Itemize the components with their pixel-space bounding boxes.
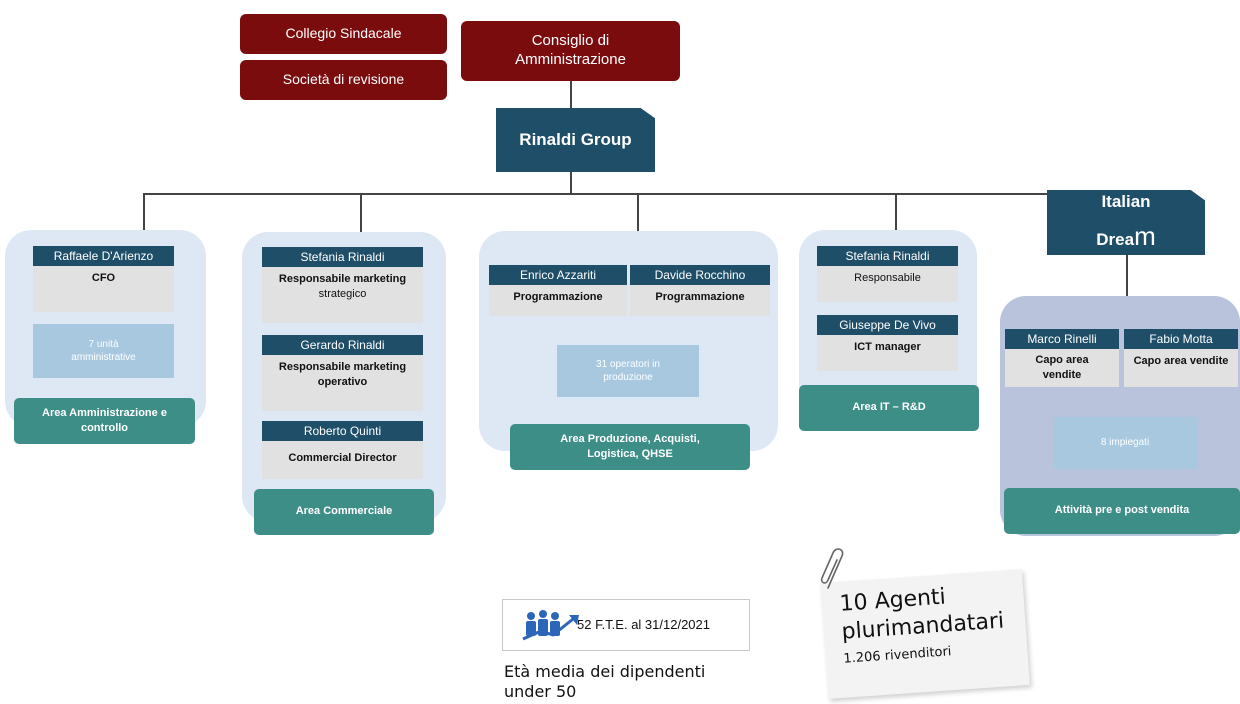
unit-box-operatori: 31 operatori in produzione — [557, 345, 699, 397]
unit-line2: amministrative — [71, 352, 136, 363]
role-line2: vendite — [1042, 368, 1082, 381]
societa-revisione-box: Società di revisione — [240, 60, 447, 100]
consiglio-line1: Consiglio di — [531, 32, 610, 50]
area-line1: Area Amministrazione e — [42, 406, 167, 419]
person-name: Gerardo Rinaldi — [300, 338, 385, 352]
role-box-ict-manager: ICT manager — [817, 335, 958, 371]
role-line2: operativo — [317, 375, 368, 388]
people-growth-icon — [522, 610, 579, 641]
consiglio-amministrazione-box: Consiglio di Amministrazione — [461, 21, 680, 81]
person-name: Stefania Rinaldi — [845, 249, 930, 263]
area-label: Area IT – R&D — [852, 401, 926, 414]
person-name: Raffaele D'Arienzo — [53, 249, 154, 263]
unit-box-impiegati: 8 impiegati — [1053, 417, 1197, 469]
unit-line1: 7 unità — [88, 338, 119, 350]
role-box-responsabile: Responsabile — [817, 266, 958, 302]
consiglio-line2: Amministrazione — [515, 51, 626, 68]
note-line3: 1.206 rivenditori — [843, 644, 952, 667]
italian-dream-box: Italian Dream — [1047, 190, 1205, 255]
name-bar-marco: Marco Rinelli — [1005, 329, 1119, 349]
role-box-enrico: Programmazione — [489, 285, 627, 316]
role-box-stefania: Responsabile marketing strategico — [262, 267, 423, 323]
role-line1: Capo area vendite — [1133, 355, 1229, 367]
role-box-fabio: Capo area vendite — [1124, 349, 1238, 387]
role-box-davide: Programmazione — [630, 285, 770, 316]
person-name: Davide Rocchino — [654, 268, 746, 282]
connector-commerciale — [360, 193, 362, 235]
person-name: Marco Rinelli — [1027, 332, 1097, 346]
area-line2: Logistica, QHSE — [587, 448, 673, 460]
paperclip-icon — [820, 548, 844, 589]
collegio-sindacale-label: Collegio Sindacale — [285, 25, 402, 42]
name-bar-stefania-it: Stefania Rinaldi — [817, 246, 958, 266]
area-label: Area Commerciale — [295, 505, 393, 518]
role-line2: strategico — [318, 287, 367, 300]
name-bar-gerardo: Gerardo Rinaldi — [262, 335, 423, 355]
person-name: Enrico Azzariti — [519, 268, 597, 282]
person-role: Programmazione — [655, 291, 745, 303]
area-amministrazione-label: Area Amministrazione e controllo — [14, 398, 195, 444]
unit-line1: 31 operatori in — [596, 358, 660, 370]
area-commerciale-label: Area Commerciale — [254, 489, 434, 535]
rinaldi-group-label: Rinaldi Group — [519, 130, 632, 149]
area-line1: Area Produzione, Acquisti, — [560, 432, 700, 445]
name-bar-stefania: Stefania Rinaldi — [262, 247, 423, 267]
eta-media-text: Età media dei dipendenti under 50 — [504, 662, 705, 702]
area-vendite-label: Attività pre e post vendita — [1004, 488, 1240, 534]
note-line1: 10 Agenti — [838, 584, 947, 617]
connector-horizontal-bus — [143, 193, 1129, 195]
eta-line1: Età media dei dipendenti — [504, 662, 706, 681]
name-bar-giuseppe: Giuseppe De Vivo — [817, 315, 958, 335]
person-name: Fabio Motta — [1149, 332, 1213, 346]
panel-produzione — [479, 231, 778, 451]
area-it-label: Area IT – R&D — [799, 385, 979, 431]
unit-box-amministrative: 7 unità amministrative — [33, 324, 174, 378]
italian-dream-line2-b: m — [1134, 220, 1156, 251]
role-line1: Responsabile marketing — [278, 361, 407, 373]
connector-amministrazione — [143, 193, 145, 235]
person-name: Giuseppe De Vivo — [839, 318, 936, 332]
connector-it — [895, 193, 897, 233]
role-line1: Responsabile marketing — [278, 273, 407, 285]
fte-box: 52 F.T.E. al 31/12/2021 — [502, 599, 750, 651]
fte-label: 52 F.T.E. al 31/12/2021 — [577, 617, 710, 632]
person-role: Programmazione — [513, 291, 603, 303]
connector-italian-dream — [1126, 255, 1128, 297]
role-box-cfo: CFO — [33, 266, 174, 312]
eta-line2: under 50 — [504, 682, 577, 701]
person-role: ICT manager — [854, 341, 921, 353]
rinaldi-group-box: Rinaldi Group — [496, 108, 655, 172]
role-box-gerardo: Responsabile marketing operativo — [262, 355, 423, 411]
role-box-roberto: Commercial Director — [262, 441, 423, 479]
italian-dream-line2: Dream — [1096, 216, 1156, 255]
person-role: Responsabile — [854, 272, 921, 284]
unit-label: 8 impiegati — [1100, 437, 1150, 449]
area-label: Attività pre e post vendita — [1054, 504, 1190, 517]
name-bar-fabio: Fabio Motta — [1124, 329, 1238, 349]
person-role: CFO — [91, 272, 116, 284]
name-bar-roberto: Roberto Quinti — [262, 421, 423, 441]
italian-dream-line2-a: Drea — [1096, 229, 1135, 249]
person-name: Stefania Rinaldi — [300, 250, 385, 264]
name-bar-davide: Davide Rocchino — [630, 265, 770, 285]
connector-produzione — [637, 193, 639, 233]
connector-group-bus — [570, 172, 572, 194]
connector-board-group — [570, 81, 572, 108]
collegio-sindacale-box: Collegio Sindacale — [240, 14, 447, 54]
italian-dream-line1: Italian — [1101, 192, 1151, 212]
area-line2: controllo — [80, 422, 129, 434]
societa-revisione-label: Società di revisione — [282, 71, 405, 88]
name-bar-enrico: Enrico Azzariti — [489, 265, 627, 285]
name-bar-raffaele: Raffaele D'Arienzo — [33, 246, 174, 266]
role-line1: Commercial Director — [288, 452, 397, 464]
role-box-marco: Capo area vendite — [1005, 349, 1119, 387]
area-produzione-label: Area Produzione, Acquisti, Logistica, QH… — [510, 424, 750, 470]
unit-line2: produzione — [603, 372, 653, 383]
person-name: Roberto Quinti — [303, 424, 382, 438]
role-line1: Capo area — [1035, 354, 1089, 366]
